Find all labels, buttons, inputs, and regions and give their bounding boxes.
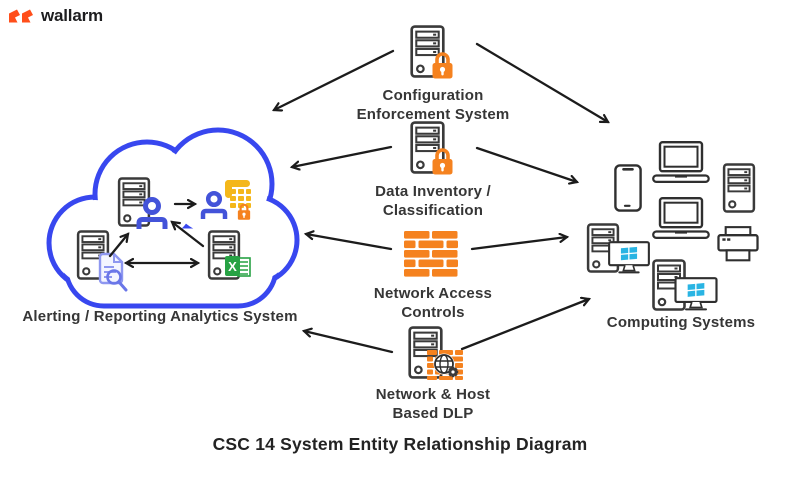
arrow-datainventory-to-computing bbox=[475, 146, 577, 182]
desktop-windows-icon bbox=[586, 223, 650, 274]
arrow-datainventory-to-analytics bbox=[292, 145, 393, 167]
label-computing-systems: Computing Systems bbox=[581, 313, 781, 332]
server-dlp-globe-icon bbox=[408, 326, 463, 380]
server-lock-icon bbox=[410, 121, 455, 176]
label-line: Data Inventory / bbox=[375, 183, 491, 200]
server-lock-icon bbox=[410, 25, 455, 80]
cloud-internal-arrows bbox=[108, 204, 205, 263]
laptop-icon bbox=[652, 141, 710, 184]
arrow-firewall-to-analytics bbox=[306, 234, 393, 251]
label-line: Network Access bbox=[373, 285, 493, 302]
laptop-icon bbox=[652, 197, 710, 240]
wallarm-wordmark: wallarm bbox=[41, 6, 103, 25]
wallarm-flames-icon bbox=[9, 9, 33, 23]
label-line: Controls bbox=[401, 304, 465, 321]
label-network-access-controls: Network Access Controls bbox=[333, 284, 533, 322]
diagram-title: CSC 14 System Entity Relationship Diagra… bbox=[212, 434, 588, 454]
arrow-firewall-to-computing bbox=[470, 237, 567, 251]
label-line: Based DLP bbox=[392, 405, 474, 422]
server-spreadsheet-icon: X bbox=[207, 230, 251, 280]
label-line: Network & Host bbox=[375, 386, 491, 403]
svg-text:X: X bbox=[228, 259, 237, 274]
arrow-dlp-to-computing bbox=[460, 299, 589, 351]
arrow-dlp-to-analytics bbox=[304, 331, 394, 354]
server-tower-icon bbox=[722, 163, 756, 213]
label-line: Alerting / Reporting Analytics System bbox=[22, 308, 298, 325]
arrow-configuration-to-computing bbox=[475, 42, 608, 124]
label-line: Classification bbox=[382, 202, 484, 219]
smartphone-icon bbox=[614, 164, 642, 212]
label-line: Computing Systems bbox=[606, 314, 756, 331]
arrow-logserver-to-analyst bbox=[108, 234, 128, 258]
arrow-spreadsheet-to-analyst bbox=[172, 222, 205, 248]
relationship-arrows bbox=[274, 42, 608, 354]
server-log-search-icon bbox=[76, 230, 128, 292]
label-configuration-enforcement-system: Configuration Enforcement System bbox=[333, 86, 533, 124]
label-network-host-based-dlp: Network & Host Based DLP bbox=[333, 385, 533, 423]
label-alerting-reporting-analytics-system: Alerting / Reporting Analytics System bbox=[10, 307, 310, 326]
wallarm-logo: wallarm bbox=[9, 6, 103, 26]
arrow-configuration-to-analytics bbox=[274, 49, 395, 110]
firewall-bricks-icon bbox=[404, 231, 458, 277]
analyst-phone-lock-icon bbox=[200, 180, 252, 221]
label-line: Configuration bbox=[382, 87, 484, 104]
printer-icon bbox=[717, 226, 759, 262]
label-data-inventory-classification: Data Inventory / Classification bbox=[333, 182, 533, 220]
desktop-windows-icon bbox=[652, 259, 718, 311]
server-analyst-icon bbox=[117, 177, 168, 229]
label-line: Enforcement System bbox=[356, 106, 510, 123]
